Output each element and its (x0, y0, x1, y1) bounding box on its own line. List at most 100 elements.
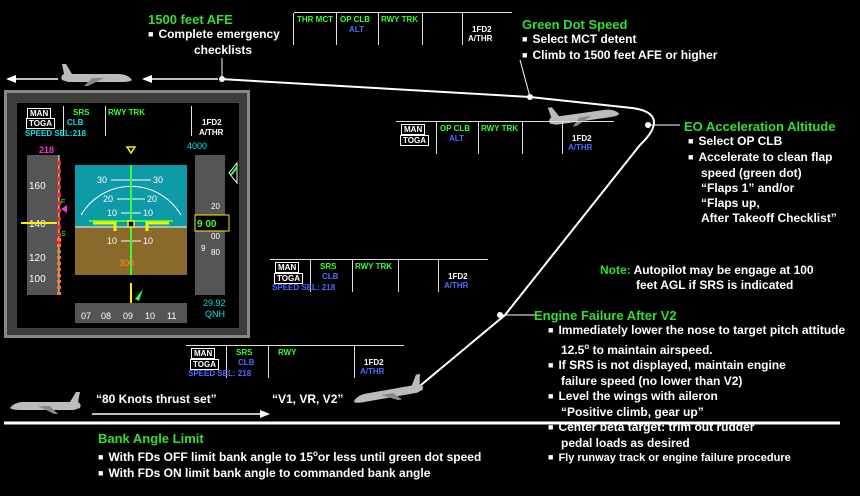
engine-failure-item: Center beta target: trim out rudder (548, 420, 845, 436)
speed-tape (27, 155, 59, 295)
fma-athr-status: A/THR (568, 143, 593, 152)
fma-vertical-armed: ALT (349, 25, 364, 34)
pitch-label: 10 (143, 208, 153, 218)
fma-fd-status: 1FD2 (364, 358, 384, 367)
pitch-label: 10 (107, 236, 117, 246)
pitch-value: 12.5 (561, 343, 585, 357)
eo-accel-block: EO Acceleration Altitude Select OP CLB A… (684, 119, 837, 226)
engine-failure-item: If SRS is not displayed, maintain engine (548, 358, 845, 374)
fma-vertical-mode: OP CLB (440, 124, 471, 133)
radio-altitude: 300 (119, 258, 134, 268)
leader-green-dot (519, 59, 531, 98)
pfd-screen: MAN TOGA SRS CLB RWY TRK SPEED SEL:218 1… (17, 103, 239, 328)
fma-vertical-armed: CLB (238, 358, 255, 367)
aircraft-symbol-icon (93, 221, 169, 231)
speed-bug-icon (61, 205, 67, 213)
eo-accel-title: EO Acceleration Altitude (684, 119, 836, 134)
fma-vertical-mode: SRS (320, 262, 337, 271)
engine-failure-item: Level the wings with aileron (548, 389, 845, 405)
bank-angle-block: Bank Angle Limit With FDs OFF limit bank… (98, 431, 481, 482)
fma-thrust-toga: TOGA (274, 273, 303, 284)
waypoint-engine-failure (497, 312, 503, 318)
vsi-needle (230, 166, 238, 176)
slat-speed-mark: S (61, 231, 66, 238)
fma-lateral-mode: RWY (278, 348, 297, 357)
note-text-cont: feet AGL if SRS is indicated (636, 278, 794, 292)
bank-angle-item-cont: or less until green dot speed (317, 450, 482, 464)
eo-accel-item-cont: “Flaps up, (701, 196, 760, 210)
speed-tick: 120 (29, 253, 46, 264)
fma-athr-status: A/THR (360, 367, 385, 376)
fma-fd-status: 1FD2 (448, 272, 468, 281)
eo-accel-item: Select OP CLB (688, 134, 837, 150)
fma-fd-status: 1FD2 (572, 134, 592, 143)
baro-setting: 29.92 (203, 298, 226, 308)
engine-failure-item: Immediately lower the nose to target pit… (548, 323, 845, 339)
fma-thrust-man: MAN (401, 124, 426, 135)
aircraft-icon (61, 64, 132, 86)
fma-vertical-armed: CLB (322, 272, 339, 281)
engine-failure-item-cont: failure speed (no lower than V2) (561, 374, 743, 388)
aircraft-icon (353, 373, 423, 403)
degree-mark: o (584, 342, 590, 351)
pfd-fma-athr: A/THR (199, 128, 224, 137)
flap-speed-mark: F (61, 199, 65, 206)
fma-thrust-man: MAN (275, 262, 300, 273)
pitch-label: 10 (107, 208, 117, 218)
eo-accel-item: Accelerate to clean flap (688, 150, 837, 166)
heading-tick: 10 (145, 311, 155, 321)
green-dot-item: Select MCT detent (522, 32, 717, 48)
heading-tape (75, 303, 187, 323)
heading-tick: 11 (167, 311, 176, 321)
pfd-fma-clb: CLB (67, 118, 84, 127)
afe-block: 1500 feet AFE Complete emergency checkli… (148, 12, 280, 58)
fma-vertical-mode: SRS (236, 348, 253, 357)
thrust-set-callout: “80 Knots thrust set” (96, 392, 217, 406)
exit-arrowhead (6, 75, 16, 83)
waypoint-eo-accel (645, 122, 651, 128)
pitch-label: 30 (153, 175, 163, 185)
pfd-fma-rwy-trk: RWY TRK (108, 108, 146, 117)
v-speeds-callout: “V1, VR, V2” (272, 392, 344, 406)
engine-failure-item-cont: to maintain airspeed. (589, 343, 713, 357)
fma-vertical-armed: ALT (449, 134, 464, 143)
fma-panel-eo: MAN TOGA OP CLB ALT RWY TRK 1FD2 A/THR (396, 121, 614, 154)
ground-roll-arrowhead (260, 410, 270, 418)
fma-panel-top: THR MCT OP CLB ALT RWY TRK 1FD2 A/THR (293, 12, 512, 45)
pitch-label: 20 (147, 194, 157, 204)
fma-thrust-toga: TOGA (190, 359, 219, 370)
speed-tick: 100 (29, 274, 46, 285)
green-dot-item: Climb to 1500 feet AFE or higher (522, 48, 717, 64)
bank-pointer-icon (125, 146, 137, 155)
fma-panel-low: MAN TOGA SRS CLB RWY SPEED SEL: 218 1FD2… (186, 345, 404, 378)
fma-speed-select: SPEED SEL: 218 (188, 369, 252, 378)
altitude-readout-box (194, 214, 230, 232)
aircraft-icon (10, 392, 81, 414)
green-dot-block: Green Dot Speed Select MCT detent Climb … (522, 17, 717, 64)
eo-accel-item-cont: After Takeoff Checklist” (701, 211, 837, 225)
pfd-fma-fd: 1FD2 (202, 118, 222, 127)
engine-failure-item-cont: “Positive climb, gear up” (561, 405, 704, 419)
climb-path (219, 78, 655, 391)
eo-accel-item-cont: speed (green dot) (701, 166, 802, 180)
altitude-tick: 00 (211, 232, 220, 241)
heading-tick: 09 (123, 311, 133, 321)
fma-speed-select: SPEED SEL: 218 (272, 283, 336, 292)
pfd-fma-speed-sel: SPEED SEL:218 (25, 129, 86, 138)
degree-mark: o (313, 449, 318, 458)
eo-accel-item-cont: “Flaps 1” and/or (701, 181, 795, 195)
engine-failure-item: Fly runway track or engine failure proce… (548, 451, 845, 466)
fma-panel-mid: MAN TOGA SRS CLB RWY TRK SPEED SEL: 218 … (270, 259, 488, 292)
note-block: Note: Autopilot may be engage at 100 fee… (600, 263, 814, 293)
fma-athr-status: A/THR (444, 281, 469, 290)
fma-athr-status: A/THR (468, 34, 493, 43)
pfd-fma: MAN TOGA SRS CLB RWY TRK SPEED SEL:218 1… (25, 106, 237, 138)
heading-tick: 07 (81, 311, 91, 321)
fma-thrust-toga: TOGA (400, 135, 429, 146)
speed-target: 218 (39, 145, 54, 155)
level-arrowhead (142, 75, 152, 83)
engine-failure-block: Engine Failure After V2 Immediately lowe… (534, 308, 845, 466)
pfd-fma-srs: SRS (73, 108, 90, 117)
speed-tick: 140 (29, 219, 46, 230)
engine-failure-title: Engine Failure After V2 (534, 308, 677, 323)
